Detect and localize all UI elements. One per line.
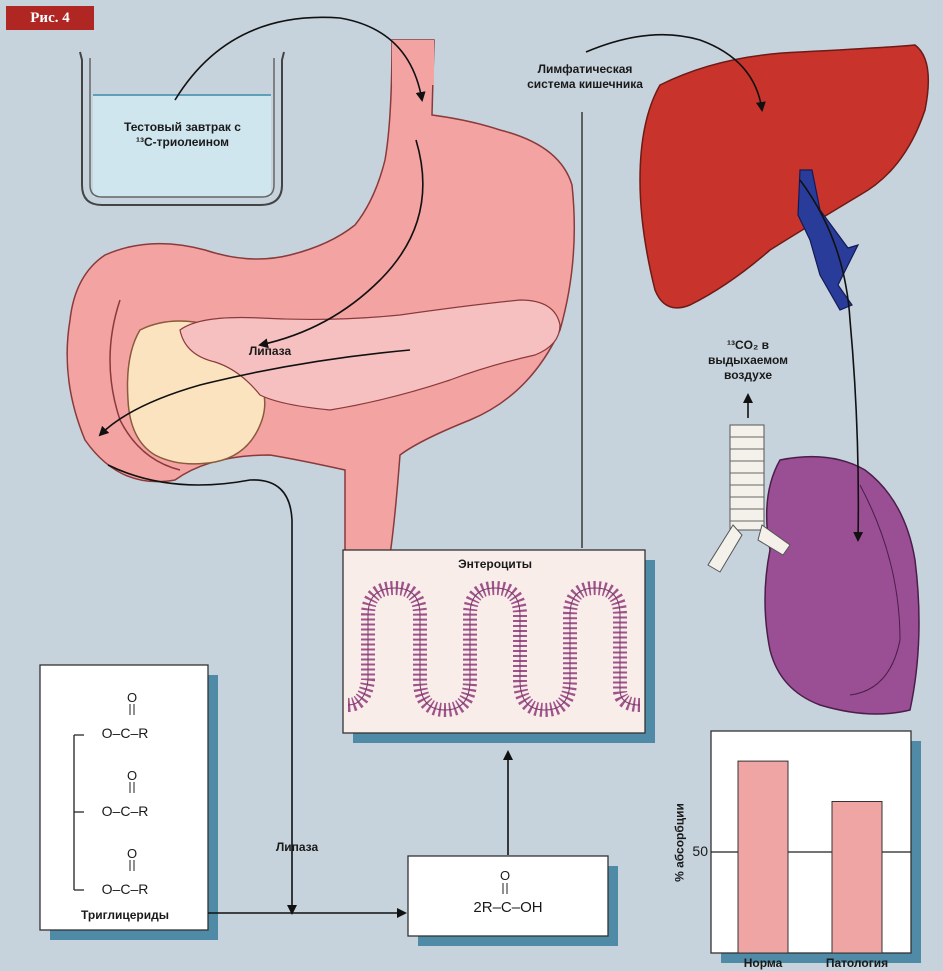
bar-1 [832,802,882,954]
ester-group-1: O–C–R [85,726,165,741]
lipase-lower-label: Липаза [262,840,332,855]
exhaled-co2-label: ¹³CO₂ в выдыхаемом воздухе [688,338,808,383]
triglycerides-label: Триглицериды [50,908,200,923]
bar-0 [738,761,788,953]
chart-ytick-50: 50 [680,844,708,859]
chart-xtick-1: Патология [807,956,907,971]
enterocytes-box [343,550,655,743]
test-meal-label: Тестовый завтрак с ¹³C-триолеином [120,120,245,150]
liver-shape [640,45,928,308]
absorption-chart [711,731,921,963]
enterocytes-label: Энтероциты [420,557,570,572]
chart-xtick-0: Норма [713,956,813,971]
chart-ylabel: % абсорбции [673,793,688,893]
lipase-upper-label: Липаза [235,344,305,359]
fatty-acid-o: O [495,868,515,883]
ester-o-2: O [122,768,142,783]
ester-o-3: O [122,846,142,861]
fatty-acid-formula: 2R–C–OH [448,900,568,915]
lymph-system-label: Лимфатическая система кишечника [520,62,650,92]
ester-o-1: O [122,690,142,705]
ester-group-2: O–C–R [85,804,165,819]
lung-shape [765,457,919,714]
ester-group-3: O–C–R [85,882,165,897]
